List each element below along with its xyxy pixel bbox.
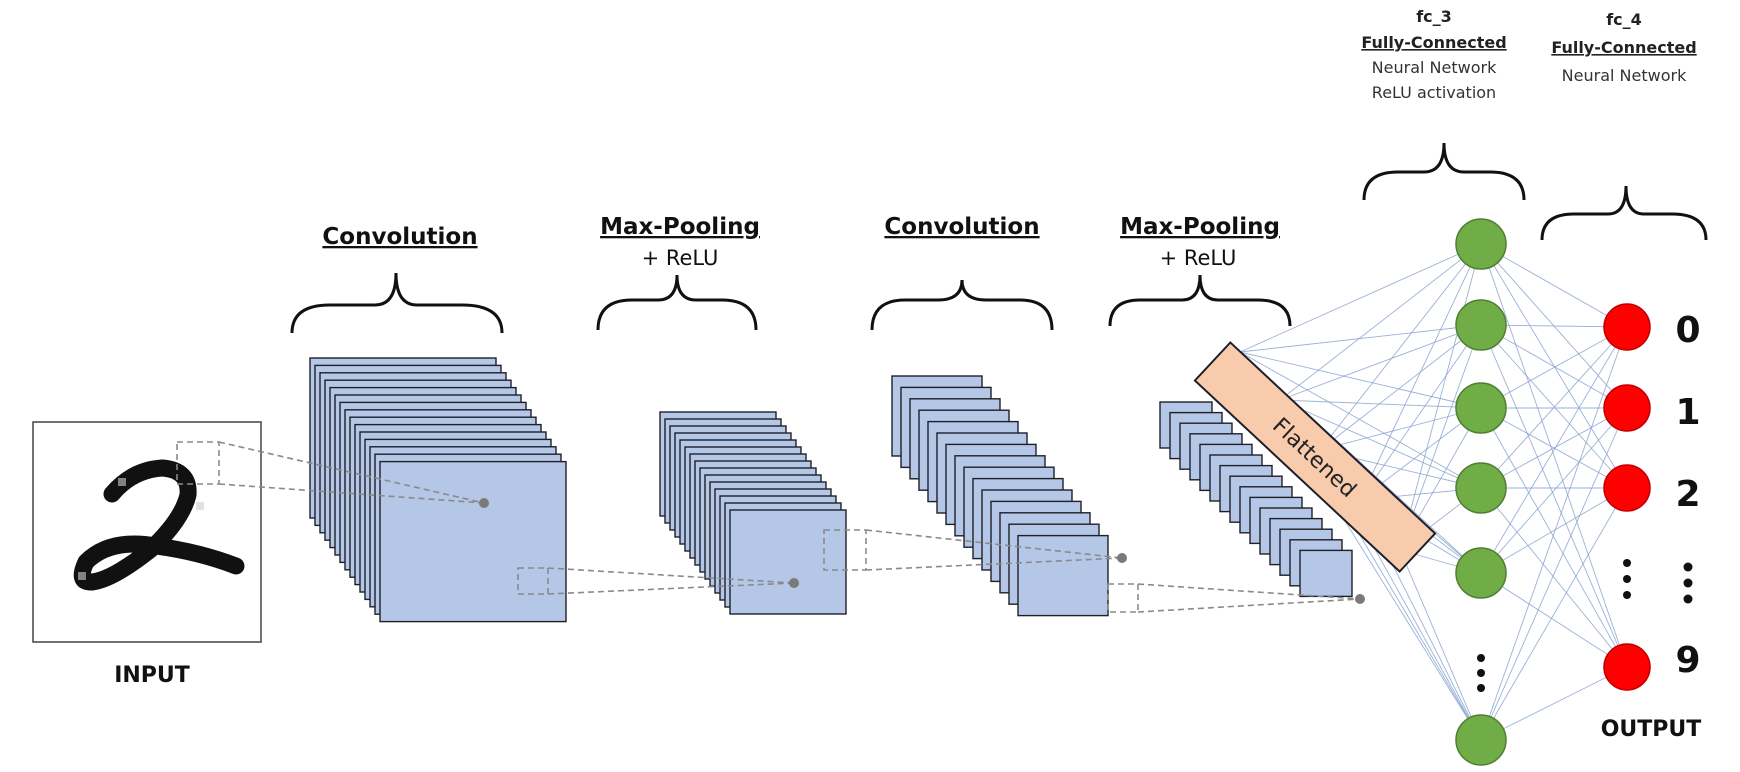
connection-hidden-output bbox=[1480, 487, 1628, 741]
input-image bbox=[32, 421, 262, 643]
stage-2-title: Max-Pooling bbox=[600, 214, 760, 240]
output-label: OUTPUT bbox=[1601, 717, 1702, 742]
receptive-field-guides bbox=[218, 441, 1365, 613]
fc4-name: fc_4 bbox=[1606, 10, 1642, 29]
fc3-nodes bbox=[1455, 218, 1507, 766]
brace-fc4 bbox=[1540, 185, 1708, 241]
connection-flat-hidden bbox=[1239, 351, 1482, 489]
fc4-node bbox=[1603, 643, 1651, 691]
connection-flat-hidden bbox=[1359, 243, 1482, 501]
brace-fc3 bbox=[1362, 142, 1526, 201]
connection-flat-hidden bbox=[1319, 243, 1482, 451]
fc3-node bbox=[1455, 382, 1507, 434]
fc3-node bbox=[1455, 714, 1507, 766]
connection-flat-hidden bbox=[1279, 324, 1482, 401]
brace-maxpool-1 bbox=[596, 274, 758, 331]
connection-flat-hidden bbox=[1279, 399, 1482, 489]
fc3-desc-2: ReLU activation bbox=[1372, 83, 1496, 102]
connection-hidden-output bbox=[1480, 326, 1628, 741]
feature-maps-pool1 bbox=[659, 411, 847, 615]
stage-3-title: Convolution bbox=[884, 214, 1039, 240]
connection-flat-hidden bbox=[1319, 407, 1482, 451]
input-label: INPUT bbox=[114, 663, 190, 688]
pool2-map-front bbox=[1299, 549, 1353, 598]
fc3-node bbox=[1455, 462, 1507, 514]
connection-hidden-output bbox=[1480, 326, 1628, 489]
connection-hidden-output bbox=[1480, 243, 1628, 328]
connection-flat-hidden bbox=[1319, 324, 1482, 451]
brace-maxpool-2 bbox=[1108, 274, 1292, 327]
output-ellipsis bbox=[1683, 562, 1693, 604]
fc3-type: Fully-Connected bbox=[1361, 33, 1506, 52]
connection-hidden-output bbox=[1480, 666, 1628, 741]
connection-hidden-output bbox=[1480, 326, 1628, 409]
output-class-0: 0 bbox=[1675, 310, 1700, 351]
stage-2-subtitle: + ReLU bbox=[642, 246, 719, 270]
connection-flat-hidden bbox=[1399, 243, 1482, 551]
pool1-map-front bbox=[729, 509, 847, 615]
output-class-2: 2 bbox=[1675, 474, 1700, 515]
fc4-node bbox=[1603, 464, 1651, 512]
connection-hidden-output bbox=[1480, 324, 1628, 668]
connection-flat-hidden bbox=[1239, 351, 1482, 409]
fc3-desc-1: Neural Network bbox=[1372, 58, 1497, 77]
connection-hidden-output bbox=[1480, 407, 1628, 668]
connection-hidden-output bbox=[1480, 243, 1628, 668]
fc3-name: fc_3 bbox=[1416, 7, 1452, 26]
fc4-node bbox=[1603, 303, 1651, 351]
feature-maps-conv1 bbox=[309, 357, 567, 623]
fc4-ellipsis bbox=[1623, 559, 1631, 599]
brace-convolution-1 bbox=[290, 272, 504, 334]
conv2-map-front bbox=[1017, 534, 1109, 617]
fc4-desc-1: Neural Network bbox=[1562, 66, 1687, 85]
stage-4-subtitle: + ReLU bbox=[1160, 246, 1237, 270]
fc4-node bbox=[1603, 384, 1651, 432]
brace-convolution-2 bbox=[870, 279, 1054, 331]
connection-hidden-output bbox=[1480, 324, 1628, 409]
connection-hidden-output bbox=[1480, 487, 1628, 574]
stage-4-title: Max-Pooling bbox=[1120, 214, 1280, 240]
output-class-9: 9 bbox=[1675, 640, 1700, 681]
connection-hidden-output bbox=[1480, 324, 1628, 489]
fc4-type: Fully-Connected bbox=[1551, 38, 1696, 57]
fc3-ellipsis bbox=[1477, 654, 1485, 692]
connection-flat-hidden bbox=[1239, 243, 1482, 353]
conv1-map-front bbox=[379, 460, 567, 623]
fc3-node bbox=[1455, 547, 1507, 599]
connection-hidden-output bbox=[1480, 326, 1628, 574]
output-class-1: 1 bbox=[1675, 392, 1700, 433]
feature-maps-pool2 bbox=[1159, 401, 1353, 598]
connection-flat-hidden bbox=[1359, 324, 1482, 501]
connection-hidden-output bbox=[1480, 407, 1628, 574]
fc3-node bbox=[1455, 299, 1507, 351]
dense-connections bbox=[1239, 243, 1628, 741]
connection-hidden-output bbox=[1480, 407, 1628, 741]
connection-hidden-output bbox=[1480, 572, 1628, 668]
fc3-node bbox=[1455, 218, 1507, 270]
connection-hidden-output bbox=[1480, 487, 1628, 668]
feature-maps-conv2 bbox=[891, 375, 1109, 617]
connection-flat-hidden bbox=[1399, 549, 1482, 741]
stage-1-title: Convolution bbox=[322, 224, 477, 250]
connection-flat-hidden bbox=[1279, 399, 1482, 409]
connection-hidden-output bbox=[1480, 407, 1628, 489]
connection-flat-hidden bbox=[1279, 243, 1482, 401]
fc4-nodes bbox=[1603, 303, 1651, 691]
